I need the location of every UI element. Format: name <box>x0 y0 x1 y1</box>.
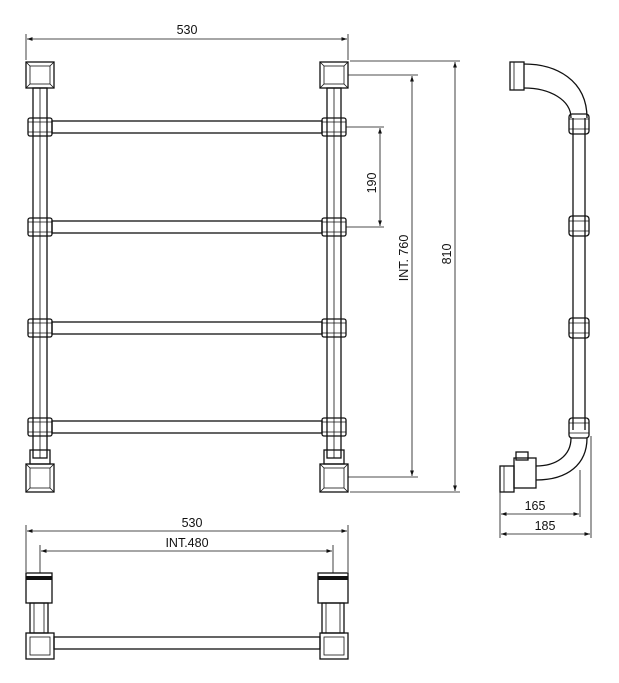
side-projection-inner-label: 165 <box>525 499 546 513</box>
left-post <box>32 87 48 459</box>
rail-2 <box>51 220 323 234</box>
top-right-bracket <box>319 61 349 89</box>
rail-1 <box>51 120 323 134</box>
left-collars <box>27 117 53 437</box>
side-projection-dimensions: 165 185 <box>499 436 592 538</box>
plan-width-label: 530 <box>182 516 203 530</box>
front-width-label: 530 <box>177 23 198 37</box>
bottom-left-valve <box>25 449 55 493</box>
side-elevation <box>499 61 590 493</box>
front-width-dimension: 530 <box>25 23 349 60</box>
overall-height-dimension: 810 <box>350 60 460 493</box>
rail-spacing-dimension: 190 <box>346 126 384 228</box>
front-elevation <box>25 61 349 493</box>
rail-3 <box>51 321 323 335</box>
plan-internal-width-dimension: INT.480 <box>39 536 334 573</box>
plan-width-dimension: 530 <box>25 516 349 572</box>
internal-height-label: INT. 760 <box>397 235 411 282</box>
overall-height-label: 810 <box>440 244 454 265</box>
right-post <box>326 87 342 459</box>
plan-internal-width-label: INT.480 <box>165 536 208 550</box>
bottom-right-valve <box>319 449 349 493</box>
rail-4 <box>51 420 323 434</box>
rail-spacing-label: 190 <box>365 173 379 194</box>
side-projection-outer-label: 185 <box>535 519 556 533</box>
plan-view <box>25 572 349 660</box>
internal-height-dimension: INT. 760 <box>348 74 418 478</box>
top-left-bracket <box>25 61 55 89</box>
